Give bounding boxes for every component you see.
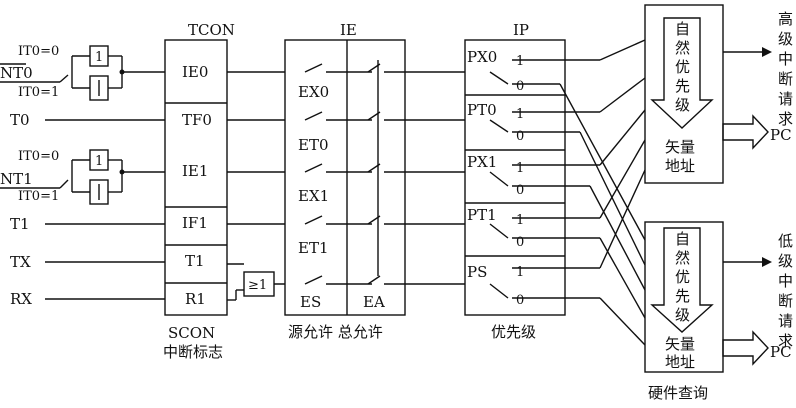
int0-it0-0-label: IT0=0 [18,44,59,59]
high-natural-char-1: 然 [675,39,690,57]
ip-pt1-label: PT1 [467,206,497,224]
serial-or-gate [243,271,275,297]
ip-px0-label: PX0 [467,48,497,66]
ie-footer-label: 源允许 总允许 [288,323,383,341]
ip-ps-one: 1 [516,265,524,280]
ip-ps-zero: 0 [516,293,524,308]
t1-label: T1 [10,215,30,233]
ie-ex1-label: EX1 [298,187,329,205]
low-natural-char-3: 先 [675,287,690,305]
low-priority-arrow-icon [650,227,714,333]
high-priority-arrow-icon [650,17,714,129]
ie-source-switches [304,63,372,285]
ie-global-switches [367,63,465,285]
svg-text:低: 低 [778,232,793,250]
ip-px1-label: PX1 [467,153,497,171]
ip-pt0-one: 1 [516,107,524,122]
int1-pin-label: NT1 [0,170,33,188]
ie-et0-label: ET0 [298,136,329,154]
low-pc-arrow-icon [722,330,769,366]
low-natural-char-0: 自 [675,230,690,248]
or-gate-label: ≥1 [248,278,267,293]
tcon-register [164,39,228,316]
low-vector-line1: 矢量 [665,335,695,353]
svg-text:请: 请 [778,312,793,330]
ip-pt0-label: PT0 [467,101,497,119]
int0-gate-label: 1 [95,50,103,65]
svg-text:级: 级 [778,252,793,270]
tcon-cell-r1: R1 [185,290,206,308]
svg-text:高: 高 [778,10,793,28]
int0-it0-1-label: IT0=1 [18,85,59,100]
int1-gate-label: 1 [95,154,103,169]
ie-et1-label: ET1 [298,239,329,257]
ip-pt1-one: 1 [516,213,524,228]
ie-ea-label: EA [363,293,385,311]
svg-text:请: 请 [778,90,793,108]
ip-pt0-zero: 0 [516,129,524,144]
low-vector-line2: 地址 [665,353,695,371]
high-natural-char-2: 优 [675,58,690,76]
int1-it0-1-label: IT0=1 [18,189,59,204]
ie-register [284,39,406,316]
ip-px0-one: 1 [516,54,524,69]
tcon-cell-if1: IF1 [182,214,208,232]
ip-px1-zero: 0 [516,183,524,198]
ie-title: IE [340,21,357,39]
low-natural-char-1: 然 [675,249,690,267]
high-pc-arrow-icon [722,114,769,150]
ie-ex0-label: EX0 [298,83,329,101]
svg-text:断: 断 [778,292,793,310]
high-pc-label: PC [770,126,792,144]
interrupt-flag-label: 中断标志 [163,343,223,361]
tcon-cell-t1: T1 [185,252,205,270]
high-vector-line2: 地址 [665,157,695,175]
int1-it0-0-label: IT0=0 [18,149,59,164]
low-request-label: 低 级 中 断 请 求 [778,232,793,350]
tcon-cell-ie0: IE0 [182,63,208,81]
high-natural-char-3: 先 [675,77,690,95]
ip-px0-zero: 0 [516,79,524,94]
scon-label: SCON [168,324,215,342]
tcon-title: TCON [188,21,235,39]
svg-text:中: 中 [778,50,793,68]
ip-title: IP [513,21,529,39]
high-request-label: 高 级 中 断 请 求 [778,10,793,128]
svg-text:求: 求 [778,110,793,128]
high-vector-line1: 矢量 [665,138,695,156]
int0-pin-label: NT0 [0,64,33,82]
priority-routing [512,39,646,346]
ip-rows [465,94,565,257]
low-priority-query-block [644,221,724,373]
ip-px1-one: 1 [516,161,524,176]
tx-label: TX [10,253,31,271]
low-pc-label: PC [770,343,792,361]
ip-pt1-zero: 0 [516,235,524,250]
ip-footer-label: 优先级 [491,323,536,341]
high-priority-query-block [644,4,724,184]
low-request-arrow-icon [762,257,772,267]
ip-register [464,39,566,316]
svg-text:求: 求 [778,332,793,350]
t0-label: T0 [10,111,30,129]
svg-text:级: 级 [778,30,793,48]
ie-es-label: ES [300,293,321,311]
low-natural-char-4: 级 [675,306,690,324]
hardware-query-label: 硬件查询 [648,384,708,402]
ip-ps-label: PS [467,263,487,281]
high-natural-char-4: 级 [675,96,690,114]
rx-label: RX [10,290,32,308]
svg-text:中: 中 [778,272,793,290]
low-natural-char-2: 优 [675,268,690,286]
tcon-cell-ie1: IE1 [182,162,208,180]
svg-text:断: 断 [778,70,793,88]
tcon-cell-tf0: TF0 [182,111,212,129]
high-natural-char-0: 自 [675,20,690,38]
high-request-arrow-icon [762,47,772,57]
